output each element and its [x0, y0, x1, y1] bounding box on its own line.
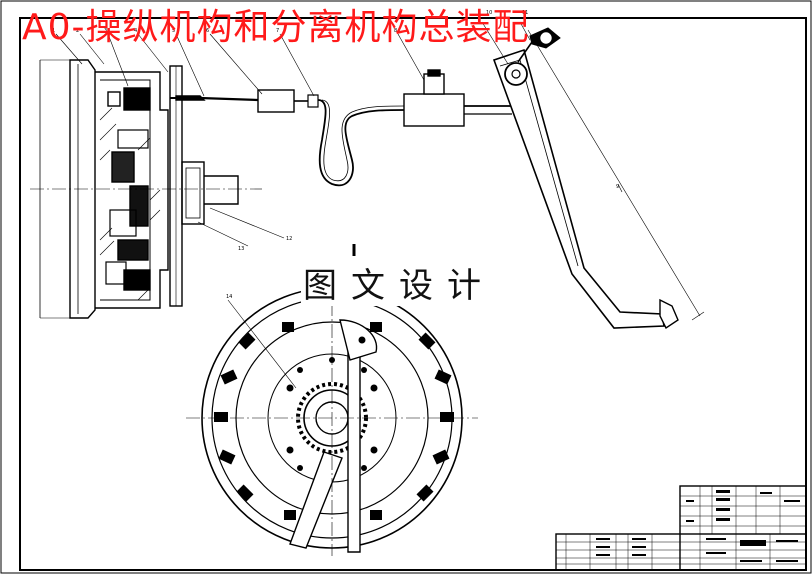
balloon-5: 5	[172, 28, 175, 34]
release-lever-bottom	[117, 239, 149, 261]
inner-border	[19, 17, 807, 571]
balloon-9: 9	[616, 184, 619, 190]
input-shaft	[204, 175, 239, 205]
pedal-arm	[492, 48, 665, 329]
pressure-plate	[95, 71, 169, 309]
balloon-14: 14	[226, 294, 232, 300]
balloon-1: 1	[52, 28, 55, 34]
title-block-text	[596, 490, 800, 562]
parts-list-table	[555, 533, 807, 571]
balloon-6: 6	[206, 28, 209, 34]
balloon-4: 4	[134, 28, 137, 34]
title-table	[679, 485, 807, 571]
watermark-text: 图文设计	[301, 266, 497, 306]
slave-cylinder	[257, 89, 295, 113]
balloon-3: 3	[104, 28, 107, 34]
pedal-assembly	[403, 27, 705, 330]
drawing-title: A0-操纵机构和分离机构总装配	[22, 7, 530, 48]
balloon-10: 10	[486, 10, 492, 16]
hydraulic-line	[317, 99, 405, 187]
release-lever-top	[123, 87, 151, 111]
balloon-2: 2	[76, 28, 79, 34]
part-balloons: 1 2 3 4 5 6 7 8 9 10 11 12 13 14	[52, 10, 619, 300]
balloon-8: 8	[394, 28, 397, 34]
balloon-13: 13	[238, 246, 244, 252]
clutch-side-view	[30, 59, 262, 319]
cable-assembly	[199, 89, 405, 187]
foot-pad	[659, 298, 679, 330]
balloon-11: 11	[522, 10, 528, 16]
title-block	[555, 485, 807, 571]
clip-segments	[214, 322, 454, 520]
leader-lines	[55, 21, 623, 389]
balloon-12: 12	[286, 236, 292, 242]
master-cylinder	[403, 93, 465, 127]
clutch-front-view	[186, 244, 478, 556]
bearing-hub	[181, 161, 205, 225]
balloon-7: 7	[276, 28, 279, 34]
